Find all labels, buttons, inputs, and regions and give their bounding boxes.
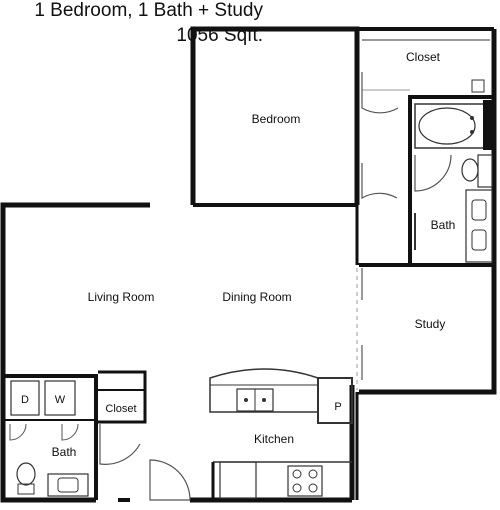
dishwasher-icon <box>219 461 257 499</box>
bedroom-walls <box>190 26 360 205</box>
sink-icon <box>471 199 487 221</box>
outer-walls <box>0 27 497 503</box>
bath-door-arc <box>414 154 452 192</box>
dryer-icon <box>10 380 40 416</box>
plan-title: 1 Bedroom, 1 Bath + Study <box>34 0 263 21</box>
kitchen-island <box>209 368 319 413</box>
bath-small: Bath <box>9 423 89 497</box>
stove-icon <box>287 465 323 497</box>
entry-door-arc <box>149 459 191 501</box>
living-room-label: Living Room <box>88 290 155 304</box>
washer-label: W <box>55 394 66 406</box>
washer-icon <box>44 380 76 416</box>
laundry: D W <box>10 380 76 416</box>
bath-main-label: Bath <box>431 218 456 232</box>
bedroom-label: Bedroom <box>252 112 301 126</box>
toilet-icon <box>16 462 36 486</box>
bath-small-label: Bath <box>52 445 77 459</box>
toilet-icon <box>461 158 479 182</box>
toilet-tank <box>477 154 493 188</box>
laundry-bath-walls <box>3 370 147 500</box>
study-label: Study <box>415 317 446 331</box>
dryer-label: D <box>21 394 29 406</box>
kitchen-label: Kitchen <box>254 432 294 446</box>
sink-icon <box>471 229 487 251</box>
kitchen: P Kitchen <box>209 368 353 500</box>
bedroom-door-arc <box>361 163 398 200</box>
closet-lower-label: Closet <box>105 403 136 415</box>
closet-upper-label: Closet <box>406 50 441 64</box>
vanity <box>465 189 493 263</box>
bath-main: Bath <box>414 100 495 263</box>
closet-upper: Closet <box>361 39 490 114</box>
tub-basin <box>418 107 476 145</box>
pantry <box>317 377 353 424</box>
closet-door-arc <box>361 72 399 114</box>
vanity-small <box>47 473 89 497</box>
sink-icon <box>57 477 79 493</box>
closet-lower-door-arc <box>99 424 141 465</box>
dining-room-label: Dining Room <box>222 290 291 304</box>
pantry-label: P <box>334 401 341 413</box>
